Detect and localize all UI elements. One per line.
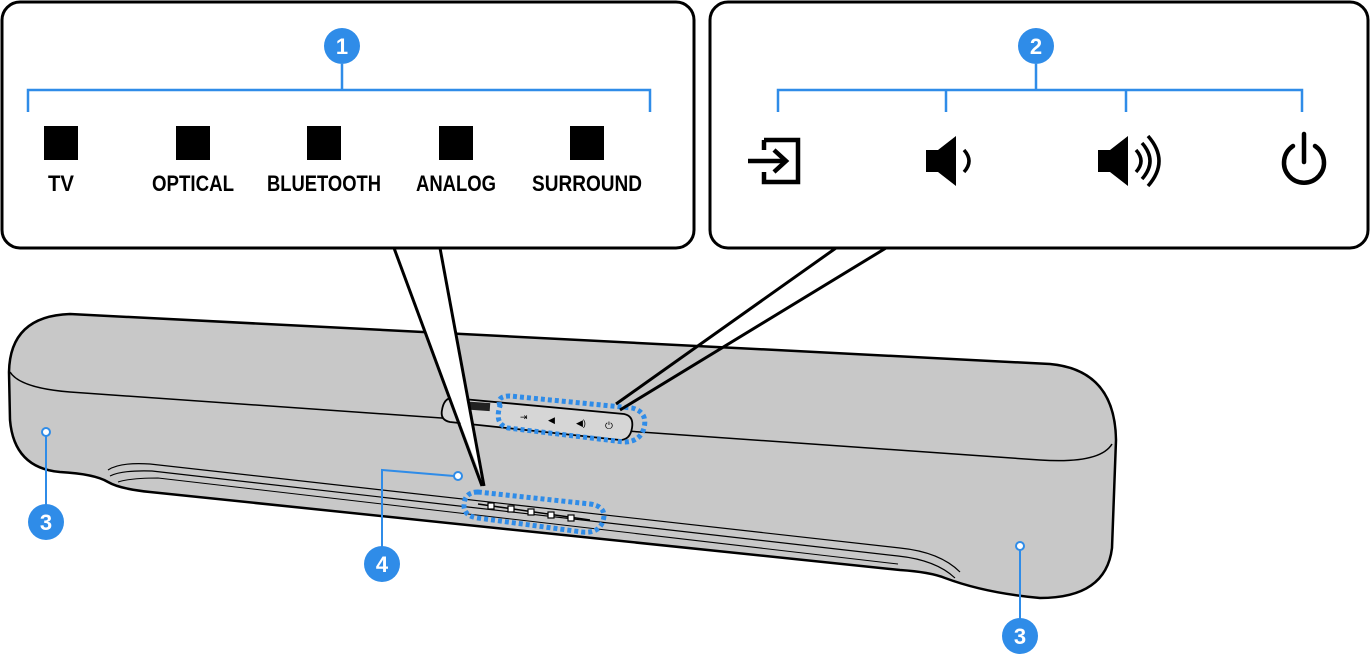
indicator-led [547,511,555,519]
indicator-bracket [26,64,652,112]
panel-volume-down-icon: ◀ [548,415,555,425]
pointer-indicators-right [438,247,486,487]
tv-led-icon [44,126,78,160]
indicator-led [507,505,515,513]
power-icon [1281,131,1327,185]
indicator-label-bluetooth: BLUETOOTH [267,171,381,196]
indicator-callout: 1 TV OPTICAL BLUETOOTH ANALOG SURROUND [0,0,696,250]
volume-up-icon [1098,134,1161,188]
remote-sensor-badge-number: 4 [376,552,389,577]
input-icon [748,137,801,185]
soundbar-body [7,312,1118,600]
button-bracket [776,64,1304,112]
speaker-right-marker: 3 [1002,541,1038,654]
front-indicators [461,489,607,535]
pointer-buttons-right [619,246,887,412]
speaker-right-badge [1002,618,1038,654]
button-badge-number: 2 [1030,34,1042,59]
indicator-led [527,508,535,516]
indicator-label-tv: TV [48,171,74,196]
pointer-buttons-left [615,246,837,406]
control-panel: ⇥ ◀ ◀) ⏻ [440,393,648,445]
button-callout: 2 [708,0,1370,250]
button-callout-box [708,0,1370,250]
soundbar [7,312,1118,600]
indicator-callout-box [0,0,696,250]
soundbar-groove-2 [109,470,956,579]
volume-down-icon [926,136,971,186]
panel-volume-up-icon: ◀) [576,418,586,428]
indicator-badge [324,28,360,64]
pointer-indicators-left [392,247,484,487]
speaker-right-badge-number: 3 [1014,624,1026,649]
indicator-label-optical: OPTICAL [152,171,234,196]
callout-pointers [392,246,887,487]
speaker-left-marker: 3 [28,427,64,540]
indicator-label-surround: SURROUND [532,171,642,196]
indicator-led [567,514,575,522]
soundbar-groove-3 [117,477,899,565]
bluetooth-led-icon [307,126,341,160]
buttons-highlight [495,393,648,445]
soundbar-groove-1 [107,463,961,573]
surround-led-icon [570,126,604,160]
speaker-left-badge-number: 3 [40,510,52,535]
speaker-left-badge [28,504,64,540]
panel-power-icon: ⏻ [605,421,613,432]
panel-input-icon: ⇥ [520,412,528,422]
remote-sensor-badge [364,546,400,582]
indicator-badge-number: 1 [336,34,348,59]
indicators-highlight [461,489,607,535]
optical-led-icon [176,126,210,160]
remote-sensor-marker: 4 [364,468,463,582]
indicator-label-analog: ANALOG [416,171,496,196]
button-badge [1018,28,1054,64]
indicator-led [487,502,495,510]
analog-led-icon [439,126,473,160]
